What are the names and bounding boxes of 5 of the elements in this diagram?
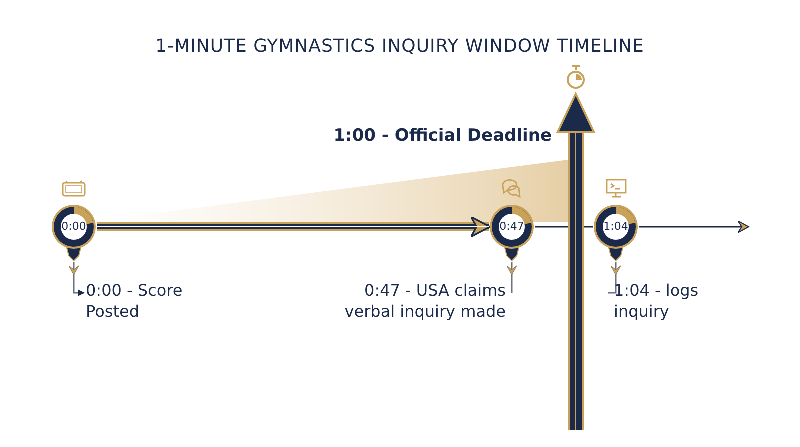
deadline-label: 1:00 - Official Deadline	[334, 126, 552, 146]
event-description: 1:04 - logs inquiry	[614, 280, 754, 322]
event-description: 0:47 - USA claims verbal inquiry made	[318, 280, 506, 322]
title: 1-MINUTE GYMNASTICS INQUIRY WINDOW TIMELINE	[154, 36, 646, 57]
event-description: 0:00 - Score Posted	[86, 280, 226, 322]
